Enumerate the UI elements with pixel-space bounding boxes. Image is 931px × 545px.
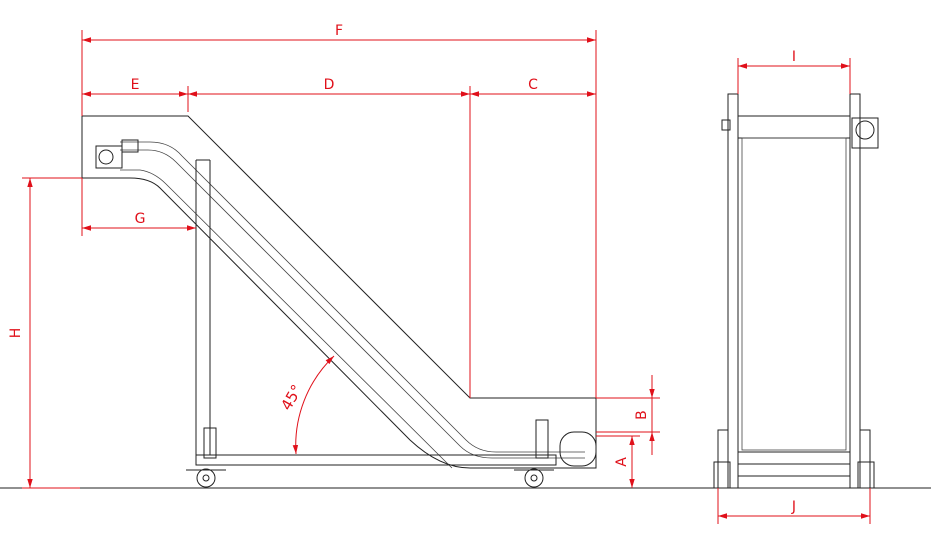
dimensions-side: F E D C G H B A 45° — [8, 23, 660, 489]
dimensions-front: I J — [717, 49, 871, 524]
front-leg-right — [859, 429, 871, 489]
front-bolt — [721, 119, 731, 131]
caster-hub-left — [202, 474, 210, 482]
dim-label-I: I — [792, 49, 796, 65]
dim-label-G: G — [135, 211, 146, 227]
dim-label-A: A — [614, 457, 630, 467]
dim-label-E: E — [131, 77, 140, 93]
dim-label-C: C — [528, 77, 538, 93]
belt-line-lower — [120, 169, 453, 469]
belt-line-upper — [120, 141, 585, 453]
front-base-band — [737, 451, 851, 465]
front-rail-left — [727, 93, 739, 489]
frame-foot-right — [535, 419, 549, 459]
front-caster-right — [857, 461, 875, 489]
housing-outline — [81, 115, 597, 469]
dim-label-F: F — [335, 23, 343, 39]
front-head-band — [737, 115, 851, 139]
front-view — [713, 93, 879, 489]
frame-base — [195, 454, 557, 466]
caster-wheel-left — [196, 468, 216, 488]
dim-label-J: J — [791, 499, 796, 515]
front-bottom-band — [737, 475, 851, 489]
drive-motor — [95, 145, 123, 169]
front-leg-left — [717, 429, 729, 489]
dim-label-H: H — [8, 328, 24, 339]
gearbox — [121, 139, 139, 153]
front-belt — [741, 137, 847, 451]
caster-wheel-right — [524, 468, 544, 488]
angle-arc — [292, 355, 335, 455]
caster-hub-right — [530, 474, 538, 482]
front-motor — [851, 117, 879, 149]
drive-motor-hub — [98, 149, 114, 165]
front-motor-hub — [855, 120, 875, 140]
frame-foot-left — [203, 427, 217, 459]
belt-line-mid — [120, 149, 585, 459]
dim-label-D: D — [324, 77, 335, 93]
side-view — [81, 115, 597, 488]
tail-pulley — [559, 431, 597, 467]
front-caster-left — [713, 461, 731, 489]
front-rail-right — [849, 93, 861, 489]
dim-label-B: B — [634, 410, 650, 420]
